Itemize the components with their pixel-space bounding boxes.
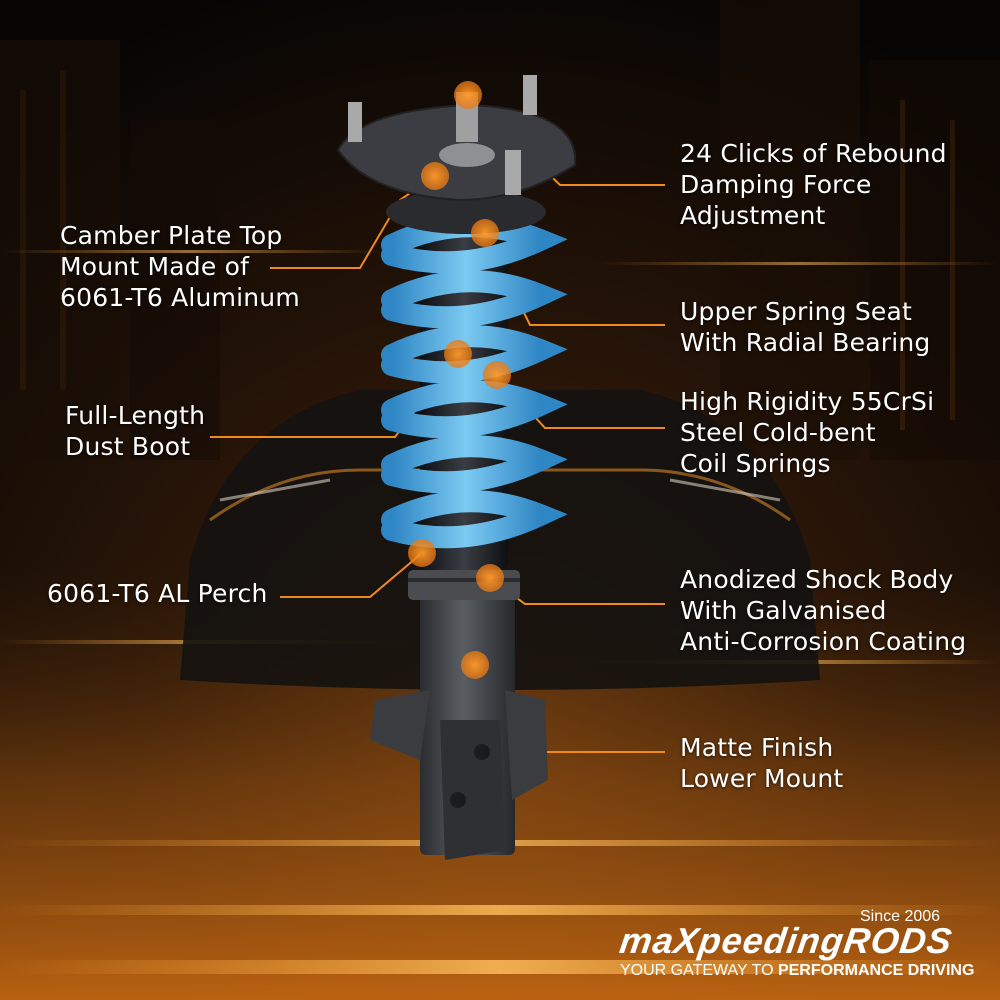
label-line: Upper Spring Seat [680, 297, 913, 326]
label-line: 6061-T6 Aluminum [60, 283, 300, 312]
label-coil-springs: High Rigidity 55CrSi Steel Cold-bent Coi… [680, 386, 934, 479]
label-line: With Galvanised [680, 596, 887, 625]
label-line: Anodized Shock Body [680, 565, 954, 594]
upper-spring-seat [386, 190, 546, 234]
dot-camber [421, 162, 449, 190]
dot-lower-mount [461, 651, 489, 679]
label-line: Lower Mount [680, 764, 844, 793]
label-line: 24 Clicks of Rebound [680, 139, 947, 168]
label-camber-plate: Camber Plate Top Mount Made of 6061-T6 A… [60, 220, 300, 313]
tagline-prefix: YOUR GATEWAY TO [620, 962, 778, 979]
label-line: Adjustment [680, 201, 826, 230]
dot-shock-body [476, 564, 504, 592]
label-lower-mount: Matte Finish Lower Mount [680, 732, 843, 794]
label-line: With Radial Bearing [680, 328, 931, 357]
label-line: Full-Length [65, 401, 206, 430]
label-line: Matte Finish [680, 733, 834, 762]
label-rebound-adjustment: 24 Clicks of Rebound Damping Force Adjus… [680, 138, 947, 231]
label-line: High Rigidity 55CrSi [680, 387, 935, 416]
dot-dust-boot [444, 340, 472, 368]
dot-upper-seat [471, 219, 499, 247]
label-line: 6061-T6 AL Perch [47, 579, 268, 608]
shock-body [370, 595, 548, 860]
label-line: Coil Springs [680, 449, 831, 478]
brand-logo-block: Since 2006 maXpeedingRODS YOUR GATEWAY T… [617, 908, 974, 988]
since-badge: Since 2006 [860, 908, 941, 925]
dot-rigidity [483, 361, 511, 389]
dot-rebound [454, 81, 482, 109]
label-dust-boot: Full-Length Dust Boot [65, 400, 205, 462]
label-line: Anti-Corrosion Coating [680, 627, 967, 656]
highlight-dots [408, 81, 511, 679]
label-line: Mount Made of [60, 252, 250, 281]
tagline-bold: PERFORMANCE DRIVING [777, 962, 975, 979]
label-line: Damping Force [680, 170, 872, 199]
label-line: Steel Cold-bent [680, 418, 876, 447]
label-perch: 6061-T6 AL Perch [47, 578, 268, 609]
dot-perch [408, 539, 436, 567]
label-upper-spring-seat: Upper Spring Seat With Radial Bearing [680, 296, 930, 358]
brand-tagline: YOUR GATEWAY TO PERFORMANCE DRIVING [620, 962, 974, 980]
label-line: Camber Plate Top [60, 221, 283, 250]
label-shock-body: Anodized Shock Body With Galvanised Anti… [680, 564, 966, 657]
label-line: Dust Boot [65, 432, 191, 461]
brand-logo: maXpeedingRODS [617, 920, 956, 961]
